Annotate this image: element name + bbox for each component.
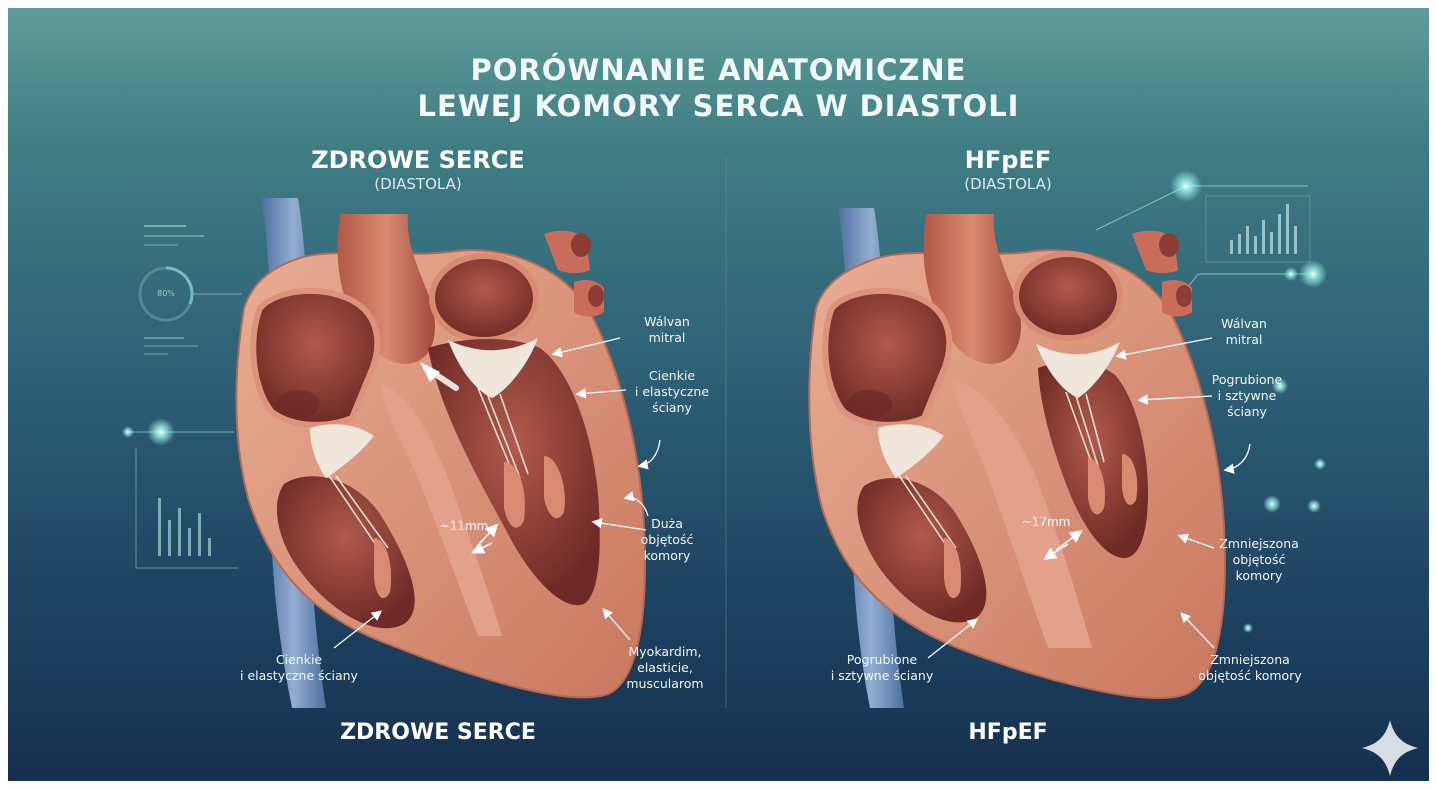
gauge-value: 80% [146,289,186,298]
wall-measure-hfpef: ~17mm [1018,515,1074,529]
sparkle-icon [1362,720,1418,776]
heart-illustration-healthy [236,198,645,708]
label-valve-healthy: Wálvanmitral [622,314,712,346]
title-line-1: PORÓWNANIE ANATOMICZNE [8,52,1429,88]
label-walls-healthy: Cienkiei elastyczneściany [622,368,722,416]
panel-subheading-hfpef: (DIASTOLA) [928,175,1088,193]
glow-dot [122,426,134,438]
glow-dot [1263,495,1281,513]
label-myocardium-healthy: Myokardim,elasticie,muscularom [610,644,720,692]
wall-measure-healthy: ~11mm [436,519,492,533]
label-walls-hfpef: Pogrubionei sztywneściany [1202,372,1292,420]
hud-chart-frame [136,448,238,568]
glow-dot [1307,499,1321,513]
glow-dot [1170,170,1202,202]
title-line-2: LEWEJ KOMORY SERCA W DIASTOLI [8,88,1429,124]
label-volume-bottom-hfpef: Zmniejszonaobjętość komory [1190,652,1310,684]
page-title: PORÓWNANIE ANATOMICZNE LEWEJ KOMORY SERC… [8,52,1429,124]
glow-dot [1243,623,1253,633]
glow-dot [147,418,175,446]
gauge-arc [166,268,192,304]
label-walls-bottom-healthy: Cienkiei elastyczne ściany [234,652,364,684]
hud-left [128,226,242,568]
glow-dot [1299,260,1327,288]
bottom-label-healthy: ZDROWE SERCE [318,720,558,745]
heart-illustration-hfpef [809,208,1225,708]
infographic-canvas: PORÓWNANIE ANATOMICZNE LEWEJ KOMORY SERC… [8,8,1429,781]
label-volume-healthy: Dużaobjętośćkomory [622,516,712,564]
glow-dot [1284,267,1298,281]
left-atrium [1016,254,1120,338]
label-volume-hfpef: Zmniejszonaobjętośćkomory [1204,536,1314,584]
panel-heading-healthy: ZDROWE SERCE [298,146,538,174]
glow-dot [1314,458,1326,470]
hud-right-bars [1230,204,1297,254]
left-atrium [432,256,536,340]
hud-left-bars [158,498,211,556]
panel-subheading-healthy: (DIASTOLA) [338,175,498,193]
bottom-label-hfpef: HFpEF [948,720,1068,745]
panel-heading-hfpef: HFpEF [928,146,1088,174]
label-walls-bottom-hfpef: Pogrubionei sztywne ściany [822,652,942,684]
label-valve-hfpef: Wálvanmitral [1204,316,1284,348]
